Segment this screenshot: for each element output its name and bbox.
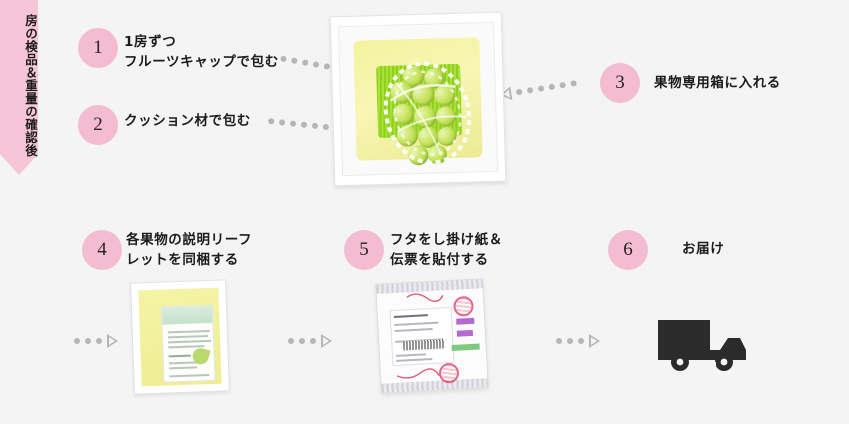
step-1-label: 1房ずつ フルーツキャップで包む: [124, 34, 279, 70]
sealed-box: [375, 278, 489, 394]
arrow-step4-in: [74, 334, 118, 348]
leaflet-foam-cushion: [138, 287, 222, 387]
arrow-dot: [280, 55, 288, 63]
step-5-number-text: 5: [359, 239, 369, 260]
step-5-number: 5: [344, 230, 384, 270]
step-4-number-text: 4: [97, 239, 107, 260]
step-3-label: 果物専用箱に入れる: [654, 75, 781, 91]
photo-sealedbox: [372, 277, 494, 397]
step-6-number-text: 6: [623, 239, 633, 260]
step-6-label: お届け: [682, 241, 725, 257]
handwriting-marks-icon: [396, 293, 444, 379]
step-3-number-text: 3: [615, 72, 625, 93]
arrow-dot: [74, 338, 80, 344]
arrow-dot: [96, 338, 102, 344]
arrow-dot: [85, 338, 91, 344]
step-2-number-text: 2: [93, 114, 103, 135]
arrow-dot: [288, 338, 294, 344]
step-2-label: クッション材で包む: [124, 113, 251, 129]
arrow-dot: [312, 61, 320, 69]
stage-ribbon-banner: [0, 0, 38, 175]
arrow-dot: [289, 120, 297, 127]
arrow-dot: [578, 338, 584, 344]
arrow-dot: [290, 57, 298, 65]
leaflet-box: [130, 279, 230, 395]
leaflet-text-line: [168, 339, 212, 344]
giftbox-grape-cluster: [371, 50, 488, 175]
step-1-number: 1: [78, 28, 118, 68]
photo-leaflet: [128, 279, 232, 395]
step-5-label: フタをし掛け紙＆ 伝票を貼付する: [390, 232, 503, 268]
arrow-dot: [556, 338, 562, 344]
leaflet-text-line: [167, 335, 209, 339]
step-2-number: 2: [78, 105, 118, 145]
arrow-dot: [267, 117, 275, 125]
step-4-label: 各果物の説明リーフ レットを同梱する: [126, 232, 253, 268]
leaflet-grape-illustration-icon: [190, 346, 211, 367]
giftbox-foam-cushion: [353, 37, 483, 168]
step-4-number: 4: [82, 230, 122, 270]
giftbox-net-cap-icon: [383, 61, 472, 165]
arrow-dot: [537, 85, 545, 93]
arrow-dot: [278, 119, 286, 126]
leaflet-paper: [160, 304, 216, 383]
leaflet-text-line: [169, 373, 210, 377]
arrow-dot: [310, 338, 316, 344]
arrow-dot: [526, 86, 534, 94]
delivery-truck-icon: [654, 312, 750, 376]
giftbox-carton: [329, 11, 507, 187]
step-1-number-text: 1: [93, 37, 103, 58]
arrow-dot: [300, 121, 308, 129]
arrow-dot: [301, 59, 309, 67]
leaflet-text-line: [168, 354, 191, 358]
ribbon-label: 房の検品＆重量の確認後: [23, 14, 38, 157]
arrow-head-icon: [589, 334, 600, 348]
photo-giftbox: [322, 2, 518, 198]
arrow-dot: [570, 80, 577, 87]
arrow-dot: [548, 83, 556, 91]
arrow-dot: [299, 338, 305, 344]
giftbox-inner-rim: [337, 21, 499, 177]
arrow-dot: [559, 81, 567, 89]
arrow-head-icon: [321, 334, 332, 348]
arrow-step4-to-step5: [288, 334, 332, 348]
leaflet-text-line: [169, 366, 198, 369]
leaflet-header-band: [161, 305, 213, 325]
arrow-dot: [311, 122, 319, 130]
step-6-number: 6: [608, 230, 648, 270]
arrow-head-icon: [107, 334, 118, 348]
arrow-step5-to-step6: [556, 334, 600, 348]
arrow-dot: [567, 338, 573, 344]
leaflet-text-line: [167, 329, 210, 334]
step-3-number: 3: [600, 63, 640, 103]
